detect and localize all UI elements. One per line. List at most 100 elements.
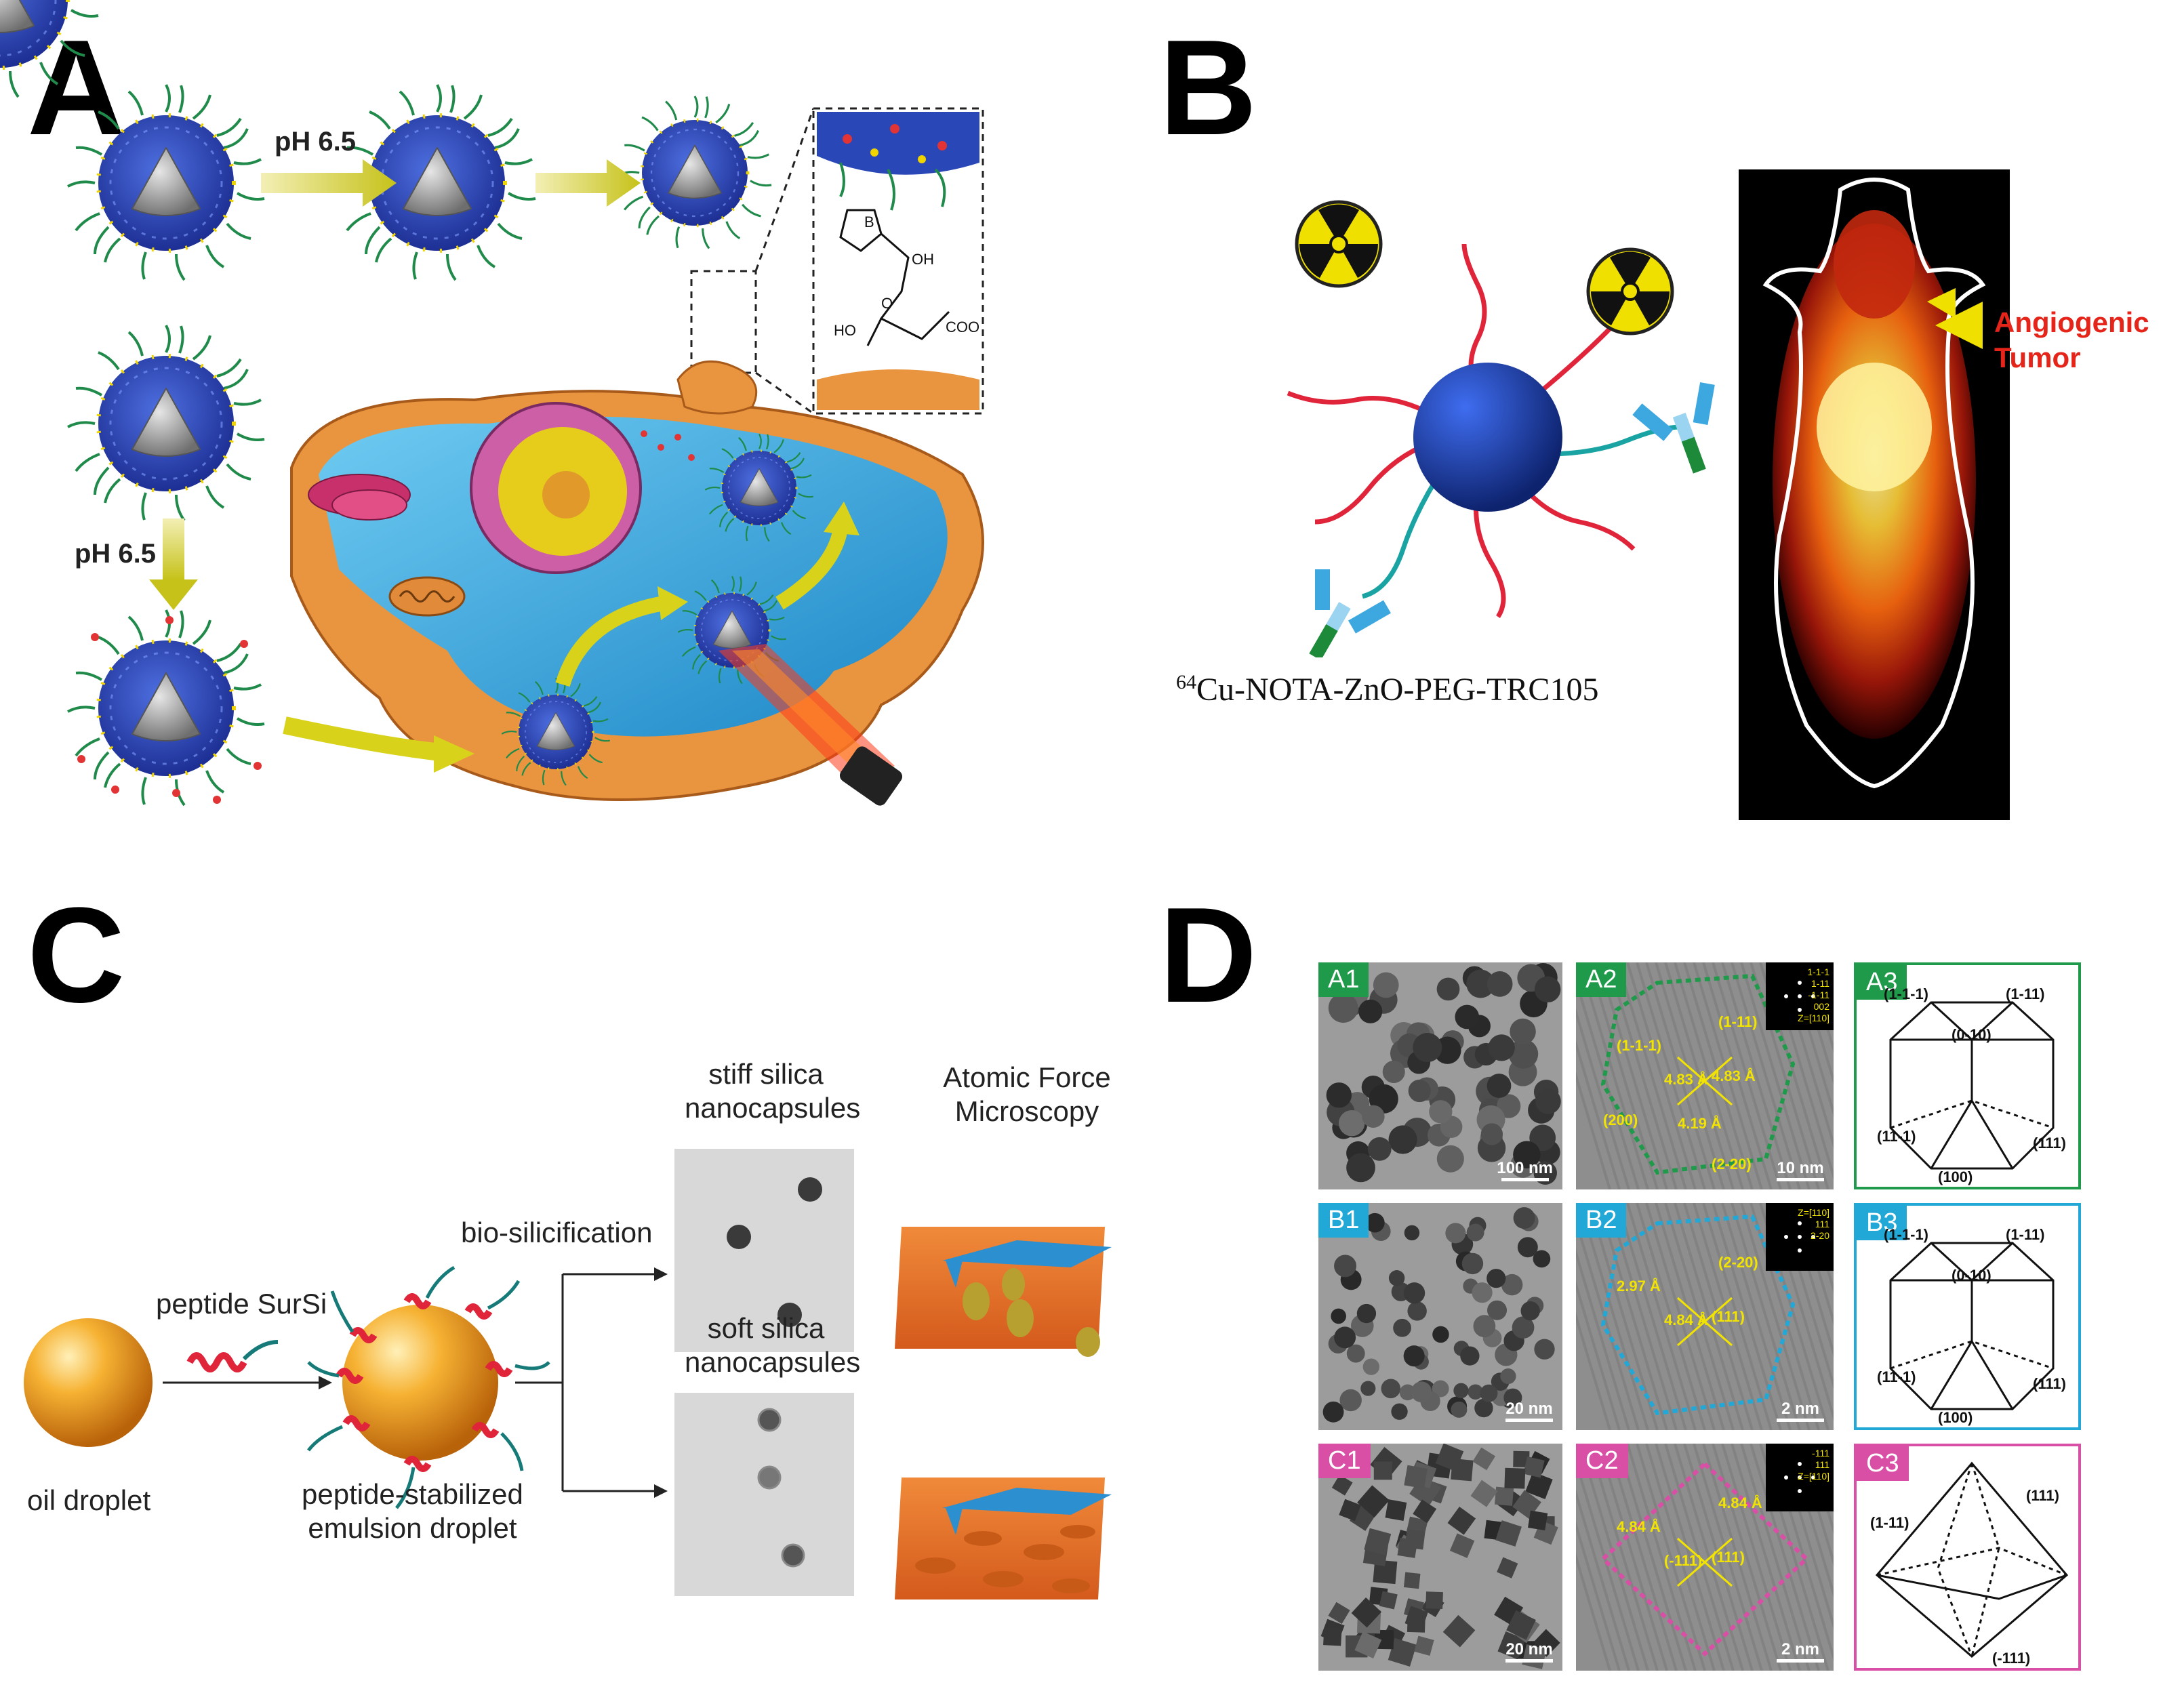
afm-stiff: [895, 1227, 1112, 1357]
scale-bar: 10 nm: [1777, 1159, 1824, 1183]
pet-image: [1739, 169, 2010, 820]
nanocrystal: [1460, 1346, 1480, 1366]
afm-line2: Microscopy: [954, 1095, 1099, 1127]
lattice-label: (-111): [1664, 1552, 1703, 1569]
facet-label: (1-1-1): [1884, 985, 1929, 1002]
nanocrystal: [1447, 1506, 1476, 1535]
lattice-label: 2.97 Å: [1617, 1278, 1661, 1295]
nanocrystal: [1331, 1308, 1346, 1324]
facet-label: (1-11): [2006, 1226, 2045, 1243]
nanocrystal: [1533, 1250, 1551, 1268]
facet-label: (1-11): [2006, 985, 2045, 1002]
nanocrystal: [1472, 1282, 1493, 1303]
nanocrystal: [1328, 993, 1358, 1023]
nanocrystal: [1326, 1082, 1352, 1108]
nanocrystal: [1501, 1274, 1523, 1296]
fft-label: Z=[110]: [1798, 1013, 1829, 1023]
nanocrystal: [1413, 1032, 1442, 1063]
nanocrystal: [1404, 1529, 1425, 1550]
nanocrystal: [1334, 1326, 1356, 1349]
nanocrystal: [1435, 1444, 1464, 1472]
nanocrystal: [1534, 1339, 1555, 1360]
tile-tag: C1: [1318, 1444, 1371, 1478]
scale-bar: 2 nm: [1777, 1400, 1824, 1423]
nanocrystal: [1472, 1447, 1496, 1471]
lattice-label: (200): [1603, 1112, 1638, 1128]
nanocrystal: [1322, 1401, 1344, 1423]
scale-bar: 100 nm: [1497, 1159, 1553, 1183]
lattice-label: 4.19 Å: [1678, 1115, 1722, 1132]
nanocrystal: [1408, 1079, 1431, 1103]
nanocrystal: [1323, 1627, 1342, 1646]
chem-b: B: [864, 213, 874, 230]
nanocrystal: [1470, 1480, 1498, 1507]
stiff-line2: nanocapsules: [685, 1092, 861, 1124]
nanocrystal: [1399, 1384, 1416, 1401]
tile-tag: A3: [1857, 965, 1907, 1000]
nanocrystal: [1373, 1461, 1392, 1480]
fft-label: -1-11: [1808, 990, 1829, 1000]
nanocrystal: [1404, 1225, 1420, 1241]
nanoparticle-symbol: [0, 0, 99, 98]
antibody-icon-2: [1309, 569, 1391, 657]
nanocrystal: [1473, 1315, 1496, 1338]
nanocrystal: [1403, 1282, 1425, 1304]
nanocrystal: [1520, 1301, 1540, 1321]
crystal-outline: [1600, 1461, 1810, 1657]
tumor-label: Angiogenic Tumor: [1994, 305, 2149, 375]
nanocrystal: [1432, 1326, 1449, 1343]
facet-label: (0-10): [1952, 1026, 1991, 1043]
nanocrystal: [1442, 1614, 1476, 1648]
nanocrystal: [1468, 1384, 1483, 1400]
tem-tile-a1: A1 100 nm: [1318, 962, 1562, 1189]
nanocrystal: [1364, 1528, 1392, 1555]
facet-label: (111): [2026, 1487, 2059, 1504]
fft-label: 111: [1815, 1459, 1829, 1470]
nanocrystal: [1373, 972, 1399, 998]
stiff-label: stiff silica nanocapsules: [685, 1057, 861, 1125]
afm-label: Atomic Force Microscopy: [939, 1061, 1115, 1128]
panel-label-c: C: [27, 880, 125, 1031]
nanocrystal: [1354, 1631, 1382, 1659]
oil-droplet-label: oil droplet: [27, 1484, 151, 1516]
tile-tag: A1: [1318, 962, 1369, 997]
conjugate-superscript: 64: [1176, 671, 1196, 693]
radiation-icon-2: [1586, 247, 1674, 335]
nanocrystal: [1512, 1316, 1535, 1339]
crystal-outline: [1600, 973, 1796, 1175]
nanocrystal: [1445, 1223, 1466, 1244]
facet-label: (0-10): [1952, 1267, 1991, 1284]
fft-label: 2-20: [1810, 1230, 1829, 1241]
nanocrystal: [1487, 1300, 1508, 1320]
emulsion-label: peptide-stabilized emulsion droplet: [302, 1478, 523, 1545]
nanocrystal: [1480, 1384, 1498, 1402]
fft-label: Z=[110]: [1798, 1471, 1829, 1482]
nanocrystal: [1455, 1004, 1480, 1030]
lattice-label: 4.84 Å: [1664, 1311, 1708, 1328]
znO-conjugate-diagram: [1287, 200, 1715, 657]
lattice-label: (1-1-1): [1617, 1037, 1662, 1054]
facet-label: (1-11): [1870, 1514, 1909, 1531]
fft-label: -111: [1812, 1448, 1829, 1459]
nanocrystal: [1403, 1572, 1421, 1589]
nanocrystal: [1522, 1644, 1547, 1669]
nanocrystal: [1381, 1379, 1401, 1399]
nanocrystal: [1529, 1124, 1556, 1152]
tile-tag: A2: [1576, 962, 1627, 997]
panel-label-b: B: [1159, 12, 1257, 163]
nanocrystal: [1414, 1635, 1434, 1656]
lattice-label: (1-11): [1718, 1013, 1758, 1030]
nanocrystal: [1356, 1303, 1377, 1324]
lattice-label: (111): [1712, 1308, 1745, 1325]
fft-label: 002: [1813, 1001, 1829, 1012]
facet-label: (100): [1938, 1168, 1973, 1185]
nanocrystal: [1497, 1631, 1526, 1660]
nanocrystal: [1379, 1591, 1398, 1610]
tile-tag: C3: [1857, 1446, 1909, 1481]
nanocrystal: [1391, 1403, 1408, 1420]
facet-label: (111): [2033, 1135, 2066, 1152]
scale-bar: 20 nm: [1505, 1640, 1553, 1664]
emulsion-line2: emulsion droplet: [308, 1512, 517, 1544]
